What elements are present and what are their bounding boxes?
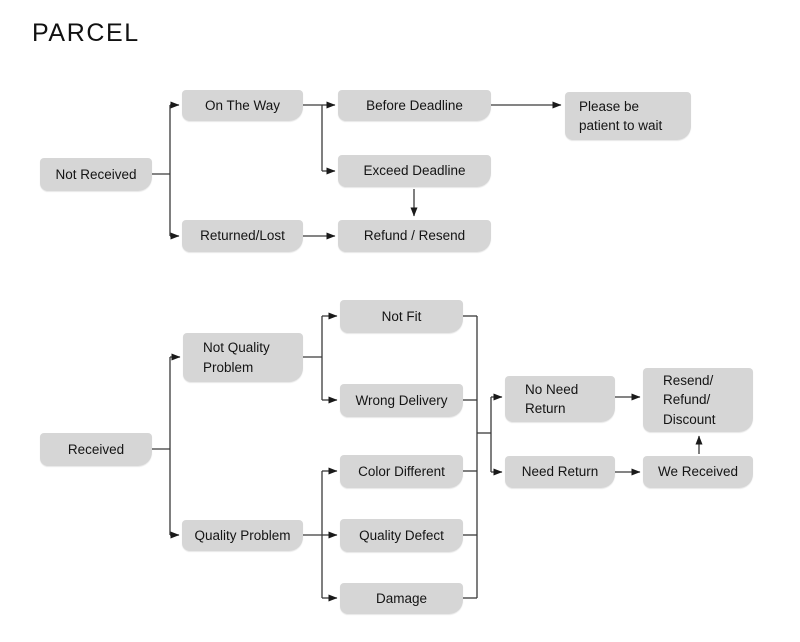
connectors-top-section (152, 101, 562, 240)
node-color-different: Color Different (340, 455, 463, 488)
node-wrong-delivery: Wrong Delivery (340, 384, 463, 417)
node-damage: Damage (340, 583, 463, 614)
node-before-deadline: Before Deadline (338, 90, 491, 121)
node-returned-lost: Returned/Lost (182, 220, 303, 252)
node-on-the-way: On The Way (182, 90, 303, 121)
node-need-return: Need Return (505, 456, 615, 488)
node-we-received: We Received (643, 456, 753, 488)
node-quality-problem: Quality Problem (182, 520, 303, 551)
node-refund-resend: Refund / Resend (338, 220, 491, 252)
node-not-quality-problem: Not Quality Problem (183, 333, 303, 382)
node-no-need-return: No Need Return (505, 376, 615, 422)
node-resend-refund-discount: Resend/ Refund/ Discount (643, 368, 753, 432)
page-title: PARCEL (32, 19, 140, 47)
node-please-be-patient: Please be patient to wait (565, 92, 691, 140)
node-quality-defect: Quality Defect (340, 519, 463, 552)
node-not-fit: Not Fit (340, 300, 463, 333)
node-received: Received (40, 433, 152, 466)
connectors-bottom-section (152, 312, 703, 602)
node-exceed-deadline: Exceed Deadline (338, 155, 491, 187)
node-not-received: Not Received (40, 158, 152, 191)
